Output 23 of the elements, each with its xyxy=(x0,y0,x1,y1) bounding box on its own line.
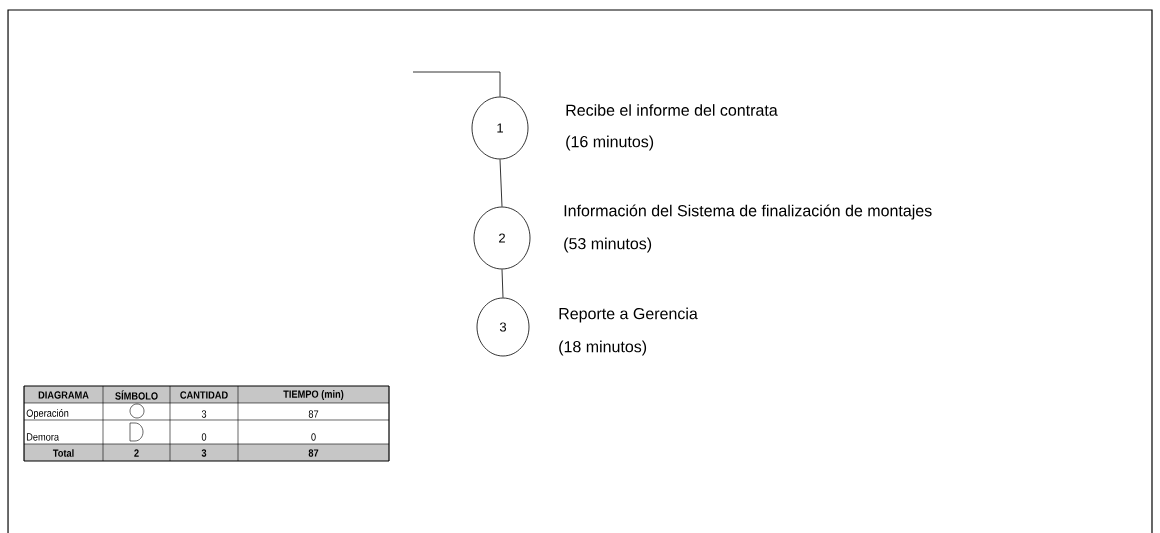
table-cell-text: Total xyxy=(52,449,74,457)
table-cell-text: 3 xyxy=(201,449,207,457)
step-description: Recibe el informe del contrata xyxy=(566,104,778,116)
connector-line xyxy=(499,159,503,207)
step-description: Reporte a Gerencia xyxy=(559,307,698,323)
table-cell-text: TIEMPO (min) xyxy=(283,390,344,400)
table-cell-text: 3 xyxy=(201,410,207,418)
table-cell-text: 0 xyxy=(201,433,207,441)
table-cell-text: Demora xyxy=(26,433,60,441)
table-cell-text: 0 xyxy=(311,433,316,441)
step-description: (16 minutos) xyxy=(566,135,654,151)
table-cell-text: CANTIDAD xyxy=(180,391,228,399)
step-description: (18 minutos) xyxy=(559,340,647,356)
table-cell-text: SÍMBOLO xyxy=(115,390,158,400)
table-cell-text: Operación xyxy=(26,409,69,419)
table-cell-text: DIAGRAMA xyxy=(38,391,89,399)
table-cell-text: 2 xyxy=(134,449,139,457)
connector-line xyxy=(412,71,501,97)
connector-line xyxy=(501,269,504,298)
table-cell-text: 87 xyxy=(308,449,319,457)
step-description: Información del Sistema de finalización de montajes xyxy=(564,204,932,220)
step-description: (53 minutos) xyxy=(564,237,652,253)
table-cell-text: 87 xyxy=(308,410,319,418)
